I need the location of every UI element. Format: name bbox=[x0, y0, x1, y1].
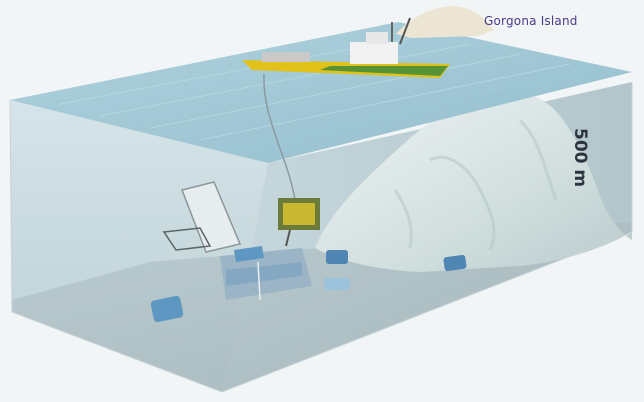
depth-label: 500 m bbox=[570, 128, 590, 188]
seafloor-instrument-3 bbox=[324, 278, 350, 290]
research-ship bbox=[242, 17, 450, 78]
rov-vehicle bbox=[278, 198, 320, 247]
ship-bridge bbox=[366, 32, 388, 44]
tether-cable bbox=[263, 73, 297, 207]
ship-hull-band bbox=[320, 66, 448, 76]
underwater-seamount bbox=[315, 91, 632, 272]
sea-surface bbox=[10, 22, 632, 163]
island bbox=[396, 6, 494, 38]
seafloor-instrument-1 bbox=[150, 295, 184, 323]
ship-deck-cargo bbox=[262, 52, 310, 62]
station-frame-left bbox=[162, 227, 212, 251]
box-outline bbox=[9, 82, 633, 393]
rov-body bbox=[283, 203, 315, 225]
surface-ripples bbox=[59, 35, 571, 141]
seafloor-instrument-4 bbox=[443, 254, 467, 272]
station-module-grille bbox=[226, 262, 302, 286]
station-panel bbox=[180, 181, 242, 253]
ship-superstructure bbox=[350, 42, 398, 64]
station-module-strut bbox=[257, 261, 261, 301]
rov-arm bbox=[285, 229, 291, 247]
seafloor-instrument-2 bbox=[326, 250, 348, 264]
island-label: Gorgona Island bbox=[484, 14, 578, 28]
station-module-top bbox=[234, 246, 264, 262]
ship-crane bbox=[399, 17, 411, 45]
rock-texture bbox=[393, 118, 558, 251]
